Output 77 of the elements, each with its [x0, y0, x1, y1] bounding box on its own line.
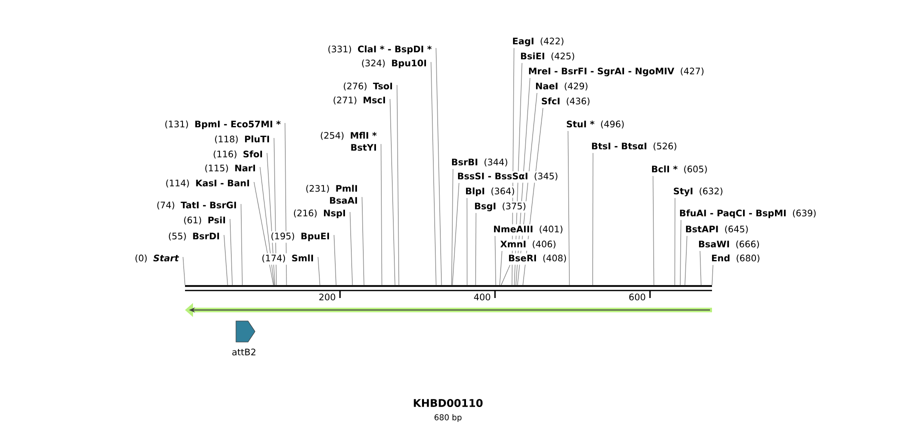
feature-label: attB2 — [232, 348, 256, 356]
leader-line — [452, 182, 460, 286]
site-label: StyI (632) — [672, 186, 724, 198]
site-label: BtsI - BtsαI (526) — [590, 141, 678, 153]
leader-line — [380, 144, 382, 286]
leader-line — [499, 250, 502, 286]
leader-line — [712, 264, 714, 286]
leader-line — [592, 152, 594, 286]
site-label: (216) NspI — [292, 208, 347, 220]
site-label: (195) BpuEI — [270, 231, 331, 243]
map-title: KHBD00110 — [414, 399, 483, 407]
site-label: (254) MflI * BstYI — [319, 130, 378, 152]
site-label: BlpI (364) — [464, 186, 516, 198]
site-label: BseRI (408) — [507, 253, 568, 265]
site-label: BstAPI (645) — [684, 224, 750, 236]
leader-line — [430, 62, 436, 286]
leader-line — [230, 218, 233, 286]
site-label: NaeI (429) — [534, 81, 590, 93]
site-label: (74) TatI - BsrGI — [156, 200, 238, 212]
site-label: BsgI (375) — [473, 201, 528, 213]
leader-line — [240, 204, 243, 286]
site-label: (116) SfoI — [212, 149, 264, 161]
leader-line — [436, 48, 442, 286]
leader-line — [451, 168, 454, 286]
site-label: SfcI (436) — [540, 96, 592, 108]
feature-band — [185, 303, 712, 317]
leader-line — [182, 256, 186, 286]
leader-line — [284, 122, 287, 286]
leader-line — [500, 264, 510, 286]
site-label: BsiEI (425) — [519, 51, 576, 63]
site-label: (331) ClaI * - BspDI * — [326, 44, 433, 56]
site-label: BssSI - BssSαI (345) — [456, 171, 560, 183]
leader-line — [475, 212, 476, 286]
tick-label: 200 — [319, 294, 336, 300]
map-caption: 680 bp — [434, 414, 462, 422]
dna-backbone — [185, 285, 712, 292]
site-label: (174) SmlI — [260, 253, 315, 265]
site-label: XmnI (406) — [499, 239, 558, 251]
site-label: (276) TsoI — [342, 81, 394, 93]
leader-line — [700, 250, 702, 286]
leader-line — [396, 84, 400, 286]
leader-line — [350, 212, 353, 286]
leader-line — [494, 236, 496, 286]
site-label: (114) KasI - BanI — [164, 178, 251, 190]
site-label: BsrBI (344) — [450, 157, 509, 169]
site-label: BclI * (605) — [650, 164, 709, 176]
site-label: End (680) — [710, 253, 762, 265]
site-label: (324) Bpu10I — [360, 58, 428, 70]
leader-line — [390, 98, 396, 286]
site-label: (271) MscI — [332, 95, 387, 107]
leader-line — [568, 130, 570, 286]
leader-line — [684, 236, 688, 286]
leader-line — [224, 234, 228, 286]
leader-line — [680, 220, 682, 286]
leader-line — [260, 166, 274, 286]
site-label: NmeAIII (401) — [492, 224, 564, 236]
leader-line — [652, 176, 654, 286]
tick-label: 400 — [474, 294, 490, 300]
leader-line — [318, 256, 320, 286]
site-label: (118) PluTI — [213, 134, 271, 146]
leader-line — [362, 196, 364, 286]
site-label: (115) NarI — [203, 163, 257, 175]
site-label: (131) BpmI - Eco57MI * — [164, 119, 282, 131]
site-label: BsaWI (666) — [697, 239, 761, 251]
leader-line — [334, 234, 336, 286]
leader-line — [254, 182, 274, 286]
site-label: EagI (422) — [511, 36, 566, 48]
site-label: (0) Start — [134, 253, 180, 265]
site-label: (231) PmlI BsaAI — [304, 184, 359, 205]
site-label: BfuAI - PaqCI - BspMI (639) — [678, 208, 818, 220]
site-label: MreI - BsrFI - SgrAI - NgoMIV (427) — [527, 66, 706, 78]
site-label: (61) PsiI — [182, 215, 227, 227]
leader-line — [466, 198, 468, 286]
site-label: StuI * (496) — [565, 119, 626, 131]
tick-label: 600 — [629, 294, 646, 300]
leader-line — [674, 198, 676, 286]
site-label: (55) BsrDI — [167, 231, 221, 243]
